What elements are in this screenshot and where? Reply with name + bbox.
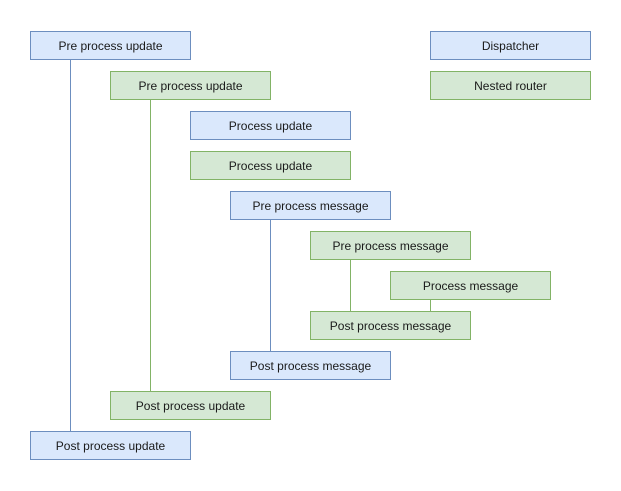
connector-line bbox=[430, 300, 431, 311]
node-n4[interactable]: Process update bbox=[190, 151, 351, 180]
node-label: Process update bbox=[228, 158, 313, 173]
connector-line bbox=[350, 260, 351, 311]
connector-line bbox=[150, 100, 151, 391]
node-n8[interactable]: Post process message bbox=[310, 311, 471, 340]
node-label: Post process update bbox=[135, 398, 246, 413]
node-n7[interactable]: Process message bbox=[390, 271, 551, 300]
node-label: Process message bbox=[422, 278, 519, 293]
node-label: Process update bbox=[228, 118, 313, 133]
node-n1[interactable]: Pre process update bbox=[30, 31, 191, 60]
node-label: Post process message bbox=[249, 358, 372, 373]
node-label: Post process update bbox=[55, 438, 166, 453]
node-n3[interactable]: Process update bbox=[190, 111, 351, 140]
node-n6[interactable]: Pre process message bbox=[310, 231, 471, 260]
legend-item-dispatcher[interactable]: Dispatcher bbox=[430, 31, 591, 60]
legend-item-label: Nested router bbox=[474, 78, 547, 93]
node-label: Pre process message bbox=[252, 198, 369, 213]
node-n9[interactable]: Post process message bbox=[230, 351, 391, 380]
node-label: Post process message bbox=[329, 318, 452, 333]
legend-item-label: Dispatcher bbox=[481, 38, 540, 53]
node-n5[interactable]: Pre process message bbox=[230, 191, 391, 220]
node-label: Pre process message bbox=[332, 238, 449, 253]
node-n2[interactable]: Pre process update bbox=[110, 71, 271, 100]
node-label: Pre process update bbox=[138, 78, 243, 93]
node-n10[interactable]: Post process update bbox=[110, 391, 271, 420]
legend-item-nested-router[interactable]: Nested router bbox=[430, 71, 591, 100]
connector-line bbox=[270, 220, 271, 351]
node-n11[interactable]: Post process update bbox=[30, 431, 191, 460]
connector-line bbox=[70, 60, 71, 431]
node-label: Pre process update bbox=[58, 38, 163, 53]
